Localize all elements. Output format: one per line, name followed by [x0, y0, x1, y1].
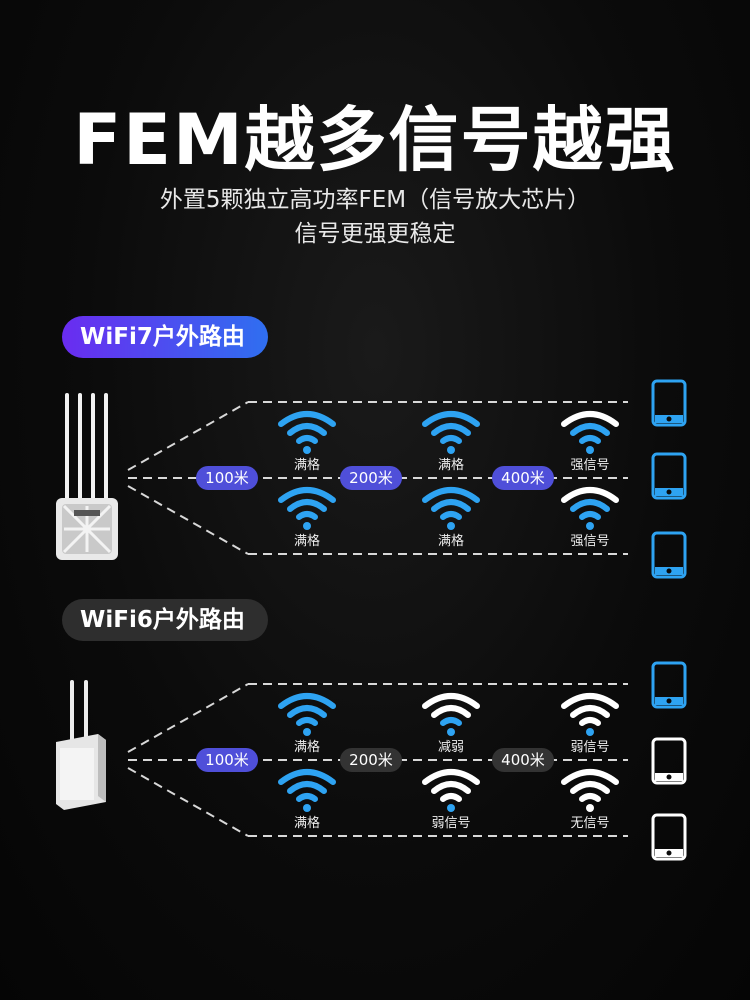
wifi-signal-full-icon	[422, 487, 480, 530]
wifi6-distance-100: 100米	[196, 748, 258, 772]
wifi-signal-full-icon	[278, 411, 336, 454]
wifi6-router-image	[56, 680, 106, 810]
wifi7-bottom-signal-2: 满格	[437, 534, 464, 549]
wifi-signal-full-icon	[278, 693, 336, 736]
tablet-blue-icon	[651, 531, 687, 579]
wifi7-bottom-signal-1: 满格	[293, 534, 320, 549]
wifi7-router-label: WiFi7户外路由	[62, 316, 268, 358]
subtitle-line-2: 信号更强更稳定	[294, 221, 456, 247]
wifi6-distance-200: 200米	[340, 748, 402, 772]
wifi7-top-signal-2: 满格	[437, 458, 464, 473]
wifi6-top-signal-3: 弱信号	[570, 740, 610, 755]
wifi-signal-full-icon	[278, 769, 336, 812]
wifi-signal-strong-icon	[561, 487, 619, 530]
wifi-signal-weak-icon	[422, 769, 480, 812]
wifi-signal-full-icon	[422, 411, 480, 454]
wifi7-top-signal-3: 强信号	[570, 458, 610, 473]
wifi7-distance-100: 100米	[196, 466, 258, 490]
wifi6-top-signal-2: 减弱	[437, 740, 464, 755]
wifi7-top-signal-1: 满格	[293, 458, 320, 473]
tablet-blue-icon	[651, 452, 687, 500]
wifi6-distance-400: 400米	[492, 748, 554, 772]
page-title: FEM越多信号越强	[73, 99, 677, 181]
wifi6-bottom-signal-1: 满格	[293, 816, 320, 831]
wifi-signal-full-icon	[278, 487, 336, 530]
wifi6-bottom-signal-2: 弱信号	[431, 816, 471, 831]
wifi6-router-label: WiFi6户外路由	[62, 599, 268, 641]
wifi6-top-signal-1: 满格	[293, 740, 320, 755]
tablet-white-icon	[651, 737, 687, 785]
wifi7-distance-200: 200米	[340, 466, 402, 490]
wifi7-distance-400: 400米	[492, 466, 554, 490]
subtitle-line-1: 外置5颗独立高功率FEM（信号放大芯片）	[159, 187, 591, 213]
wifi-signal-weak-icon	[561, 693, 619, 736]
wifi-signal-reduced-icon	[422, 693, 480, 736]
tablet-white-icon	[651, 813, 687, 861]
wifi-signal-strong-icon	[561, 411, 619, 454]
wifi6-bottom-signal-3: 无信号	[570, 816, 610, 831]
wifi-signal-none-icon	[561, 769, 619, 812]
wifi7-router-image	[56, 393, 118, 560]
tablet-blue-icon	[651, 379, 687, 427]
tablet-blue-icon	[651, 661, 687, 709]
wifi7-bottom-signal-3: 强信号	[570, 534, 610, 549]
